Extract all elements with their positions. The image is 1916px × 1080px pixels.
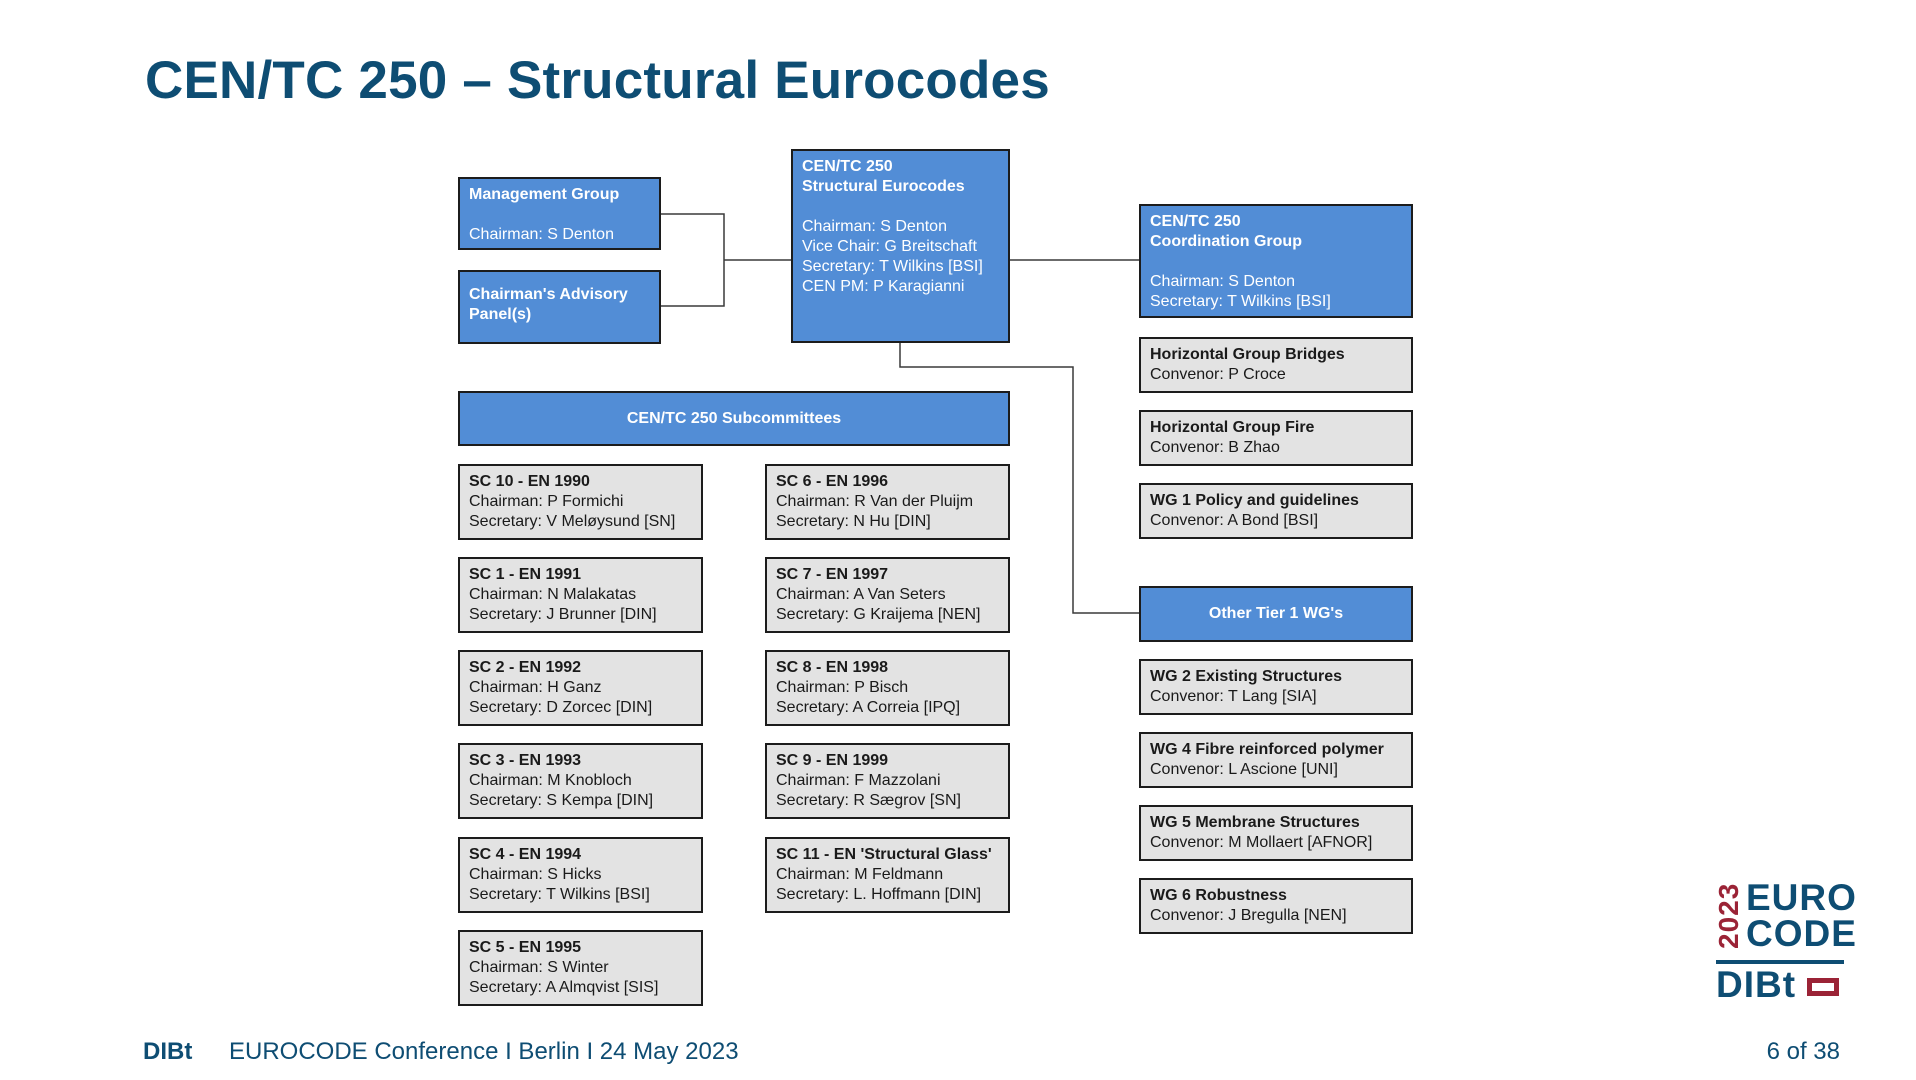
group-title: WG 4 Fibre reinforced polymer <box>1150 741 1384 758</box>
logo-year: 2023 <box>1713 882 1744 950</box>
footer-org: DIBt <box>143 1038 193 1065</box>
group-convenor: Convenor: M Mollaert [AFNOR] <box>1150 834 1373 851</box>
logo-word-code: CODE <box>1746 913 1857 954</box>
working-group-box: WG 6 Robustness Convenor: J Bregulla [NE… <box>1139 878 1413 934</box>
subcommittee-box: SC 6 - EN 1996 Chairman: R Van der Pluij… <box>765 464 1010 540</box>
sc-secretary: Secretary: R Sægrov [SN] <box>776 792 961 809</box>
group-convenor: Convenor: J Bregulla [NEN] <box>1150 907 1347 924</box>
page-number: 6 of 38 <box>1766 1038 1840 1065</box>
coordination-group-box: CEN/TC 250 Coordination Group Chairman: … <box>1139 204 1413 318</box>
sc-secretary: Secretary: L. Hoffmann [DIN] <box>776 886 982 903</box>
sc-title: SC 2 - EN 1992 <box>469 659 582 676</box>
working-group-box: WG 4 Fibre reinforced polymer Convenor: … <box>1139 732 1413 788</box>
subcommittee-box: SC 3 - EN 1993 Chairman: M Knobloch Secr… <box>458 743 703 819</box>
sc-chairman: Chairman: P Formichi <box>469 493 624 510</box>
horizontal-group-box: Horizontal Group Bridges Convenor: P Cro… <box>1139 337 1413 393</box>
group-title: WG 5 Membrane Structures <box>1150 814 1360 831</box>
working-group-box: WG 2 Existing Structures Convenor: T Lan… <box>1139 659 1413 715</box>
sc-title: SC 3 - EN 1993 <box>469 752 582 769</box>
box-title: Chairman's Advisory Panel(s) <box>469 286 628 323</box>
subcommittee-box: SC 9 - EN 1999 Chairman: F Mazzolani Sec… <box>765 743 1010 819</box>
header-label: Other Tier 1 WG's <box>1208 605 1344 622</box>
group-title: Horizontal Group Fire <box>1150 419 1315 436</box>
group-title: WG 6 Robustness <box>1150 887 1287 904</box>
box-title: Management Group <box>469 186 620 203</box>
group-title: WG 1 Policy and guidelines <box>1150 492 1359 509</box>
box-title: CEN/TC 250 Coordination Group <box>1150 213 1302 250</box>
box-line: Chairman: S Denton <box>802 218 947 235</box>
sc-chairman: Chairman: R Van der Pluijm <box>776 493 974 510</box>
sc-title: SC 4 - EN 1994 <box>469 846 582 863</box>
group-convenor: Convenor: A Bond [BSI] <box>1150 512 1319 529</box>
sc-title: SC 5 - EN 1995 <box>469 939 582 956</box>
sc-title: SC 9 - EN 1999 <box>776 752 889 769</box>
box-line: Secretary: T Wilkins [BSI] <box>802 258 983 275</box>
subcommittee-box: SC 2 - EN 1992 Chairman: H Ganz Secretar… <box>458 650 703 726</box>
logo-word-euro: EURO <box>1746 877 1857 918</box>
sc-title: SC 10 - EN 1990 <box>469 473 590 490</box>
footer-event: EUROCODE Conference I Berlin I 24 May 20… <box>229 1038 739 1065</box>
sc-chairman: Chairman: S Winter <box>469 959 609 976</box>
sc-secretary: Secretary: A Almqvist [SIS] <box>469 979 659 996</box>
group-convenor: Convenor: P Croce <box>1150 366 1286 383</box>
working-group-box: WG 1 Policy and guidelines Convenor: A B… <box>1139 483 1413 539</box>
subcommittee-box: SC 1 - EN 1991 Chairman: N Malakatas Sec… <box>458 557 703 633</box>
subcommittee-box: SC 11 - EN 'Structural Glass' Chairman: … <box>765 837 1010 913</box>
subcommittee-box: SC 8 - EN 1998 Chairman: P Bisch Secreta… <box>765 650 1010 726</box>
sc-secretary: Secretary: D Zorcec [DIN] <box>469 699 653 716</box>
subcommittee-box: SC 10 - EN 1990 Chairman: P Formichi Sec… <box>458 464 703 540</box>
sc-chairman: Chairman: F Mazzolani <box>776 772 941 789</box>
box-line: Secretary: T Wilkins [BSI] <box>1150 293 1331 310</box>
box-line: Chairman: S Denton <box>469 226 614 243</box>
sc-title: SC 8 - EN 1998 <box>776 659 889 676</box>
sc-chairman: Chairman: H Ganz <box>469 679 602 696</box>
subcommittee-box: SC 7 - EN 1997 Chairman: A Van Seters Se… <box>765 557 1010 633</box>
group-title: WG 2 Existing Structures <box>1150 668 1343 685</box>
sc-chairman: Chairman: N Malakatas <box>469 586 637 603</box>
logo-org: DIBt <box>1716 964 1797 1005</box>
logo-flag-icon <box>1807 978 1839 996</box>
working-group-box: WG 5 Membrane Structures Convenor: M Mol… <box>1139 805 1413 861</box>
management-group-box: Management Group Chairman: S Denton <box>458 177 661 250</box>
group-convenor: Convenor: L Ascione [UNI] <box>1150 761 1338 778</box>
tc250-box: CEN/TC 250 Structural Eurocodes Chairman… <box>791 149 1010 343</box>
connector-tc250-to-other-wgs <box>899 343 1139 614</box>
group-convenor: Convenor: T Lang [SIA] <box>1150 688 1317 705</box>
box-line: Chairman: S Denton <box>1150 273 1295 290</box>
logo-rule <box>1716 960 1844 964</box>
sc-chairman: Chairman: M Feldmann <box>776 866 944 883</box>
connector-management-advisory <box>660 213 725 307</box>
sc-secretary: Secretary: A Correia [IPQ] <box>776 699 961 716</box>
sc-chairman: Chairman: P Bisch <box>776 679 909 696</box>
box-line: Vice Chair: G Breitschaft <box>802 238 977 255</box>
sc-secretary: Secretary: N Hu [DIN] <box>776 513 931 530</box>
sc-secretary: Secretary: T Wilkins [BSI] <box>469 886 650 903</box>
subcommittees-header: CEN/TC 250 Subcommittees <box>458 391 1010 446</box>
sc-secretary: Secretary: S Kempa [DIN] <box>469 792 654 809</box>
slide-title: CEN/TC 250 – Structural Eurocodes <box>145 51 1050 110</box>
sc-secretary: Secretary: V Meløysund [SN] <box>469 513 676 530</box>
box-line: CEN PM: P Karagianni <box>802 278 965 295</box>
subcommittee-box: SC 5 - EN 1995 Chairman: S Winter Secret… <box>458 930 703 1006</box>
group-title: Horizontal Group Bridges <box>1150 346 1345 363</box>
advisory-panel-box: Chairman's Advisory Panel(s) <box>458 270 661 344</box>
subcommittee-box: SC 4 - EN 1994 Chairman: S Hicks Secreta… <box>458 837 703 913</box>
horizontal-group-box: Horizontal Group Fire Convenor: B Zhao <box>1139 410 1413 466</box>
sc-chairman: Chairman: A Van Seters <box>776 586 946 603</box>
sc-title: SC 1 - EN 1991 <box>469 566 582 583</box>
header-label: CEN/TC 250 Subcommittees <box>626 409 842 427</box>
eurocode-2023-logo: 2023 EURO CODE DIBt <box>1713 879 1856 1005</box>
sc-title: SC 6 - EN 1996 <box>776 473 889 490</box>
sc-chairman: Chairman: S Hicks <box>469 866 602 883</box>
sc-secretary: Secretary: G Kraijema [NEN] <box>776 606 981 623</box>
sc-secretary: Secretary: J Brunner [DIN] <box>469 606 657 623</box>
sc-title: SC 11 - EN 'Structural Glass' <box>776 846 992 863</box>
other-wgs-header: Other Tier 1 WG's <box>1139 586 1413 642</box>
box-title: CEN/TC 250 Structural Eurocodes <box>802 158 965 195</box>
group-convenor: Convenor: B Zhao <box>1150 439 1280 456</box>
sc-title: SC 7 - EN 1997 <box>776 566 889 583</box>
sc-chairman: Chairman: M Knobloch <box>469 772 632 789</box>
